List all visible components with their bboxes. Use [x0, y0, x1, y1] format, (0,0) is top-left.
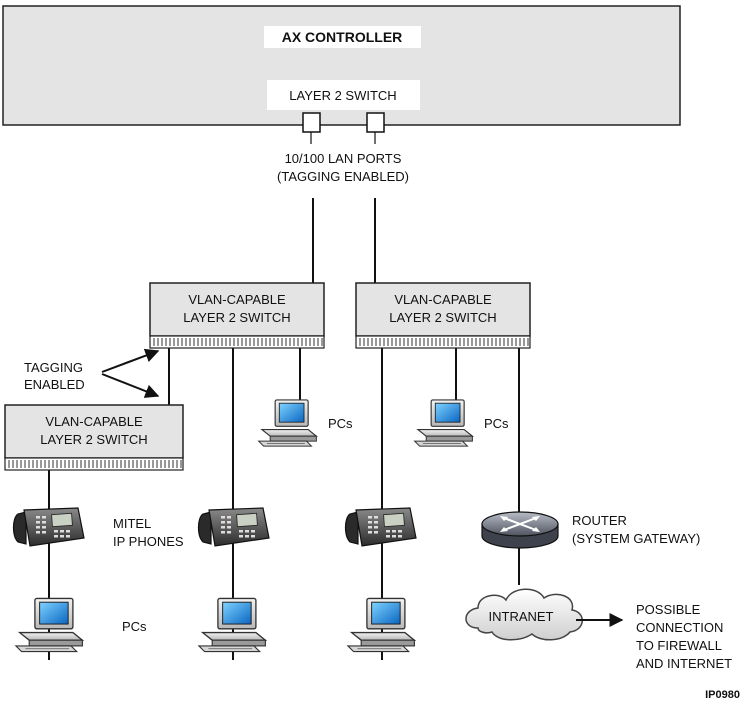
desktop-computer-icon — [414, 399, 473, 447]
ip-phone-icon — [344, 507, 417, 547]
router-icon — [481, 511, 559, 549]
intranet-label: INTRANET — [489, 609, 554, 624]
intranet-cloud-icon — [465, 588, 583, 641]
desktop-computer-icon — [15, 597, 84, 653]
controller-port-left — [302, 112, 321, 133]
vlan-switch-left-line2: LAYER 2 SWITCH — [183, 310, 290, 325]
vlan-switch-right-line2: LAYER 2 SWITCH — [389, 310, 496, 325]
connection-label-line4: AND INTERNET — [636, 656, 732, 671]
connection-label-line1: POSSIBLE — [636, 602, 701, 617]
controller-switch-label: LAYER 2 SWITCH — [289, 88, 396, 103]
ip-phone-icon — [197, 507, 270, 547]
vlan-switch-lower-line1: VLAN-CAPABLE — [45, 414, 143, 429]
ports-label-line1: 10/100 LAN PORTS — [285, 151, 402, 166]
router-label-line1: ROUTER — [572, 513, 627, 528]
desktop-computer-icon — [198, 597, 267, 653]
pcs-label-right: PCs — [484, 416, 509, 431]
vlan-switch-right: VLAN-CAPABLE LAYER 2 SWITCH — [355, 282, 531, 349]
tagging-label-line2: ENABLED — [24, 377, 85, 392]
desktop-computer-icon — [258, 399, 317, 447]
ports-label-line2: (TAGGING ENABLED) — [277, 169, 409, 184]
controller-title-bg — [264, 26, 421, 48]
vlan-switch-left: VLAN-CAPABLE LAYER 2 SWITCH — [149, 282, 325, 349]
pcs-label-bottom: PCs — [122, 619, 147, 634]
connection-label-line2: CONNECTION — [636, 620, 723, 635]
phones-label-line2: IP PHONES — [113, 534, 184, 549]
tagging-arrow-lower — [101, 373, 160, 398]
controller-title: AX CONTROLLER — [282, 29, 403, 45]
vlan-switch-lower: VLAN-CAPABLE LAYER 2 SWITCH — [4, 404, 184, 471]
router-label-line2: (SYSTEM GATEWAY) — [572, 531, 700, 546]
pcs-label-mid: PCs — [328, 416, 353, 431]
vlan-switch-lower-line2: LAYER 2 SWITCH — [40, 432, 147, 447]
figure-id: IP0980 — [705, 689, 740, 701]
controller-port-right — [366, 112, 385, 133]
vlan-switch-right-line1: VLAN-CAPABLE — [394, 292, 492, 307]
ip-phone-icon — [12, 507, 85, 547]
vlan-switch-left-line1: VLAN-CAPABLE — [188, 292, 286, 307]
desktop-computer-icon — [347, 597, 416, 653]
tagging-label-line1: TAGGING — [24, 360, 83, 375]
controller-switch-bg — [267, 80, 420, 110]
connection-label-line3: TO FIREWALL — [636, 638, 722, 653]
phones-label-line1: MITEL — [113, 516, 151, 531]
tagging-arrow-upper — [101, 348, 160, 373]
